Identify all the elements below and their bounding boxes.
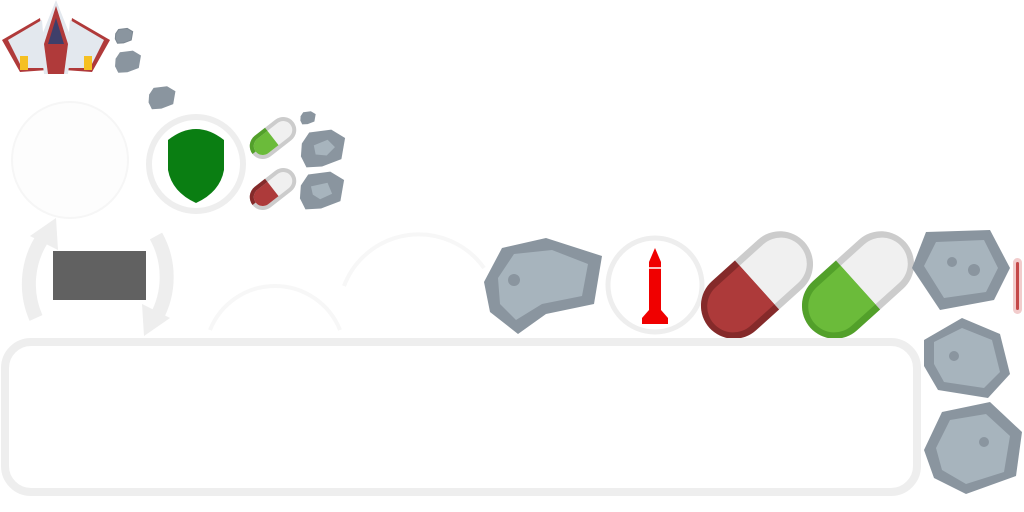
faint-arc-sprite [208,283,342,331]
dark-button-sprite [53,251,146,300]
small-rock-sprite [115,50,141,73]
reload-arrows-icon [142,304,170,336]
blank-circle-sprite [11,101,129,219]
green-pill-icon [801,231,915,339]
asteroid-icon [299,171,345,210]
laser-bolt-icon [1013,258,1022,314]
reload-arrows-icon [21,231,174,322]
reload-arrows-icon [30,218,58,250]
small-rock-sprite [114,27,134,44]
red-pill-icon [249,167,297,211]
faint-arc-sprite [342,232,486,287]
small-rock-sprite [300,111,316,125]
green-pill-icon [249,116,297,160]
asteroid-icon [300,129,346,168]
asteroid-icon [924,318,1010,398]
shield-powerup-icon [146,114,246,214]
small-rock-sprite [148,86,176,110]
red-pill-icon [700,231,814,339]
asteroid-icon [924,402,1022,494]
asteroid-icon [484,238,602,334]
rocket-powerup-icon [605,235,705,335]
asteroid-icon [912,230,1010,310]
panel-frame-sprite [1,338,921,496]
player-ship-icon [2,0,110,74]
